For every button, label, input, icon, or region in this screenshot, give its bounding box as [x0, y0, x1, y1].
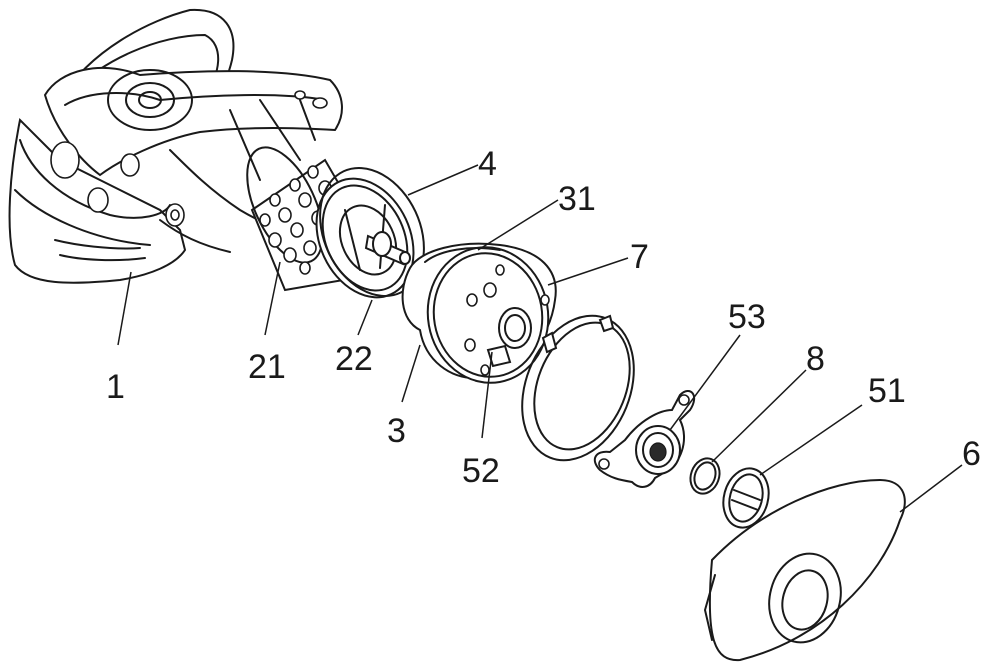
leader-7 [547, 257, 629, 286]
ring-part-7 [521, 314, 635, 462]
label-7: 7 [630, 238, 649, 276]
reel-frame-part-1 [8, 8, 343, 284]
leader-3 [401, 344, 421, 403]
label-52: 52 [462, 452, 500, 490]
o-ring-part-8 [689, 457, 721, 495]
label-8: 8 [806, 340, 825, 378]
label-51: 51 [868, 372, 906, 410]
ring-part-4 [319, 166, 425, 298]
label-1: 1 [106, 368, 125, 406]
leader-4 [407, 164, 479, 196]
leader-8 [711, 369, 807, 463]
label-6: 6 [962, 435, 981, 473]
leader-22 [357, 299, 373, 336]
leader-lines [117, 164, 963, 513]
leader-31 [477, 199, 559, 251]
label-4: 4 [478, 145, 497, 183]
leader-6 [899, 464, 963, 513]
side-plate-part-3 [401, 242, 557, 384]
side-plate-rim-part-31 [424, 247, 501, 263]
bracket-part-53 [593, 390, 696, 488]
leader-53 [669, 334, 741, 431]
label-53: 53 [728, 298, 766, 336]
spool-shaft [364, 231, 411, 266]
label-31: 31 [558, 180, 596, 218]
label-21: 21 [248, 348, 286, 386]
label-3: 3 [387, 412, 406, 450]
part-labels: 1 21 22 4 31 7 3 52 53 8 51 6 [106, 145, 981, 490]
leader-21 [264, 261, 281, 336]
side-cover-part-6 [704, 478, 906, 662]
leader-51 [759, 404, 863, 476]
knob-part-51 [722, 467, 770, 529]
leader-1 [117, 271, 132, 346]
leader-52 [481, 351, 493, 439]
label-22: 22 [335, 340, 373, 378]
